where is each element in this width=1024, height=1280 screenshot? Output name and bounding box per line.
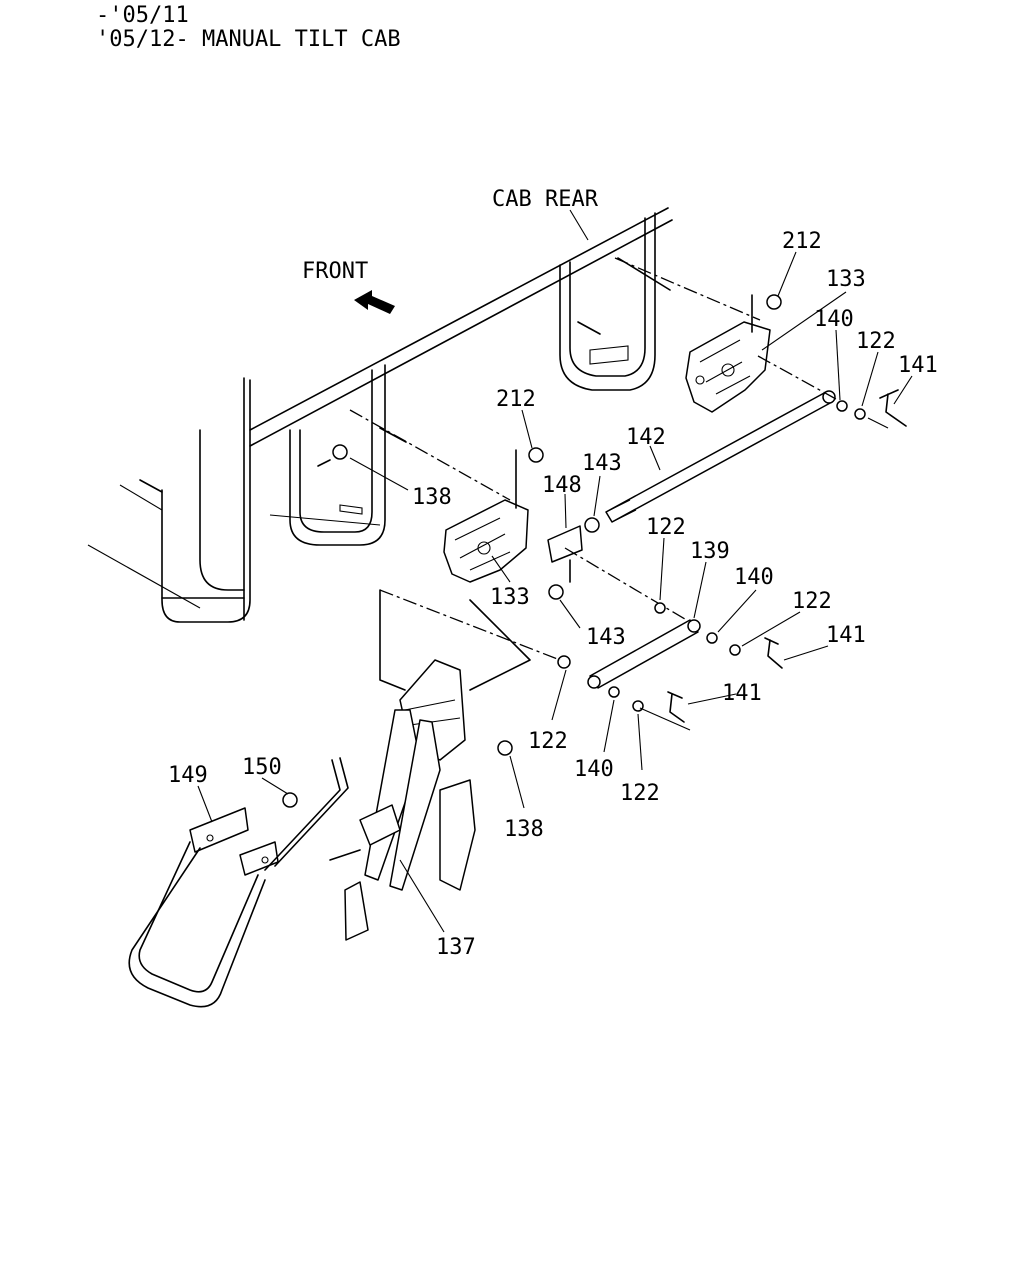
bolt-150 [282,792,298,808]
callout-142: 142 [626,425,666,450]
cab-body [87,207,761,623]
front-arrow-icon [354,290,395,314]
callout-138-bot: 138 [504,817,544,842]
callout-133-mid: 133 [490,585,530,610]
callout-140-top: 140 [814,307,854,332]
callout-143-top: 143 [582,451,622,476]
cab-rear-label: CAB REAR [492,187,599,212]
cab-rear-leader [569,209,589,241]
washer-122-mid [654,602,666,614]
bolt-138-bot [497,740,513,756]
rod-142 [605,390,836,523]
clip-140-low [608,686,620,698]
callout-141-low: 141 [722,681,762,706]
callout-122-mid-right: 122 [792,589,832,614]
pin-141-low [667,691,685,723]
callout-122-mid: 122 [646,515,686,540]
callout-139: 139 [690,539,730,564]
callout-148: 148 [542,473,582,498]
callout-137: 137 [436,935,476,960]
nut-143-bot [548,584,564,600]
latch-assembly-right [685,294,782,413]
callout-138-top: 138 [412,485,452,510]
bolt-138-top [332,444,348,460]
callout-150: 150 [242,755,282,780]
callout-149: 149 [168,763,208,788]
callout-140-low: 140 [574,757,614,782]
front-label: FRONT [302,259,368,284]
callout-140-mid: 140 [734,565,774,590]
nut-212-top [766,294,782,310]
header-line-2: '05/12- MANUAL TILT CAB [96,27,401,52]
clip-140-top [836,400,848,412]
grab-handle-149 [128,757,349,1008]
callout-212-mid: 212 [496,387,536,412]
clip-140-mid [706,632,718,644]
washer-122-mid-right [729,644,741,656]
callout-122-top: 122 [856,329,896,354]
leader-lines [197,251,913,933]
nut-143-top [584,517,600,533]
rod-139 [587,619,701,689]
latch-assembly-left [443,447,600,600]
callout-141-top: 141 [898,353,938,378]
pin-141-mid [764,637,783,669]
bracket-148 [547,525,583,563]
washer-122-bottom [632,700,644,712]
lever-assembly-137 [329,589,531,941]
washer-122-low [557,655,571,669]
pin-141-top [879,389,907,427]
callout-122-bottom: 122 [620,781,660,806]
callout-212-top: 212 [782,229,822,254]
callout-143-bot: 143 [586,625,626,650]
header-line-1: -'05/11 [96,3,189,28]
nut-212-mid [528,447,544,463]
callout-122-low: 122 [528,729,568,754]
washer-122-top [854,408,866,420]
callout-141-mid: 141 [826,623,866,648]
callout-133-top: 133 [826,267,866,292]
